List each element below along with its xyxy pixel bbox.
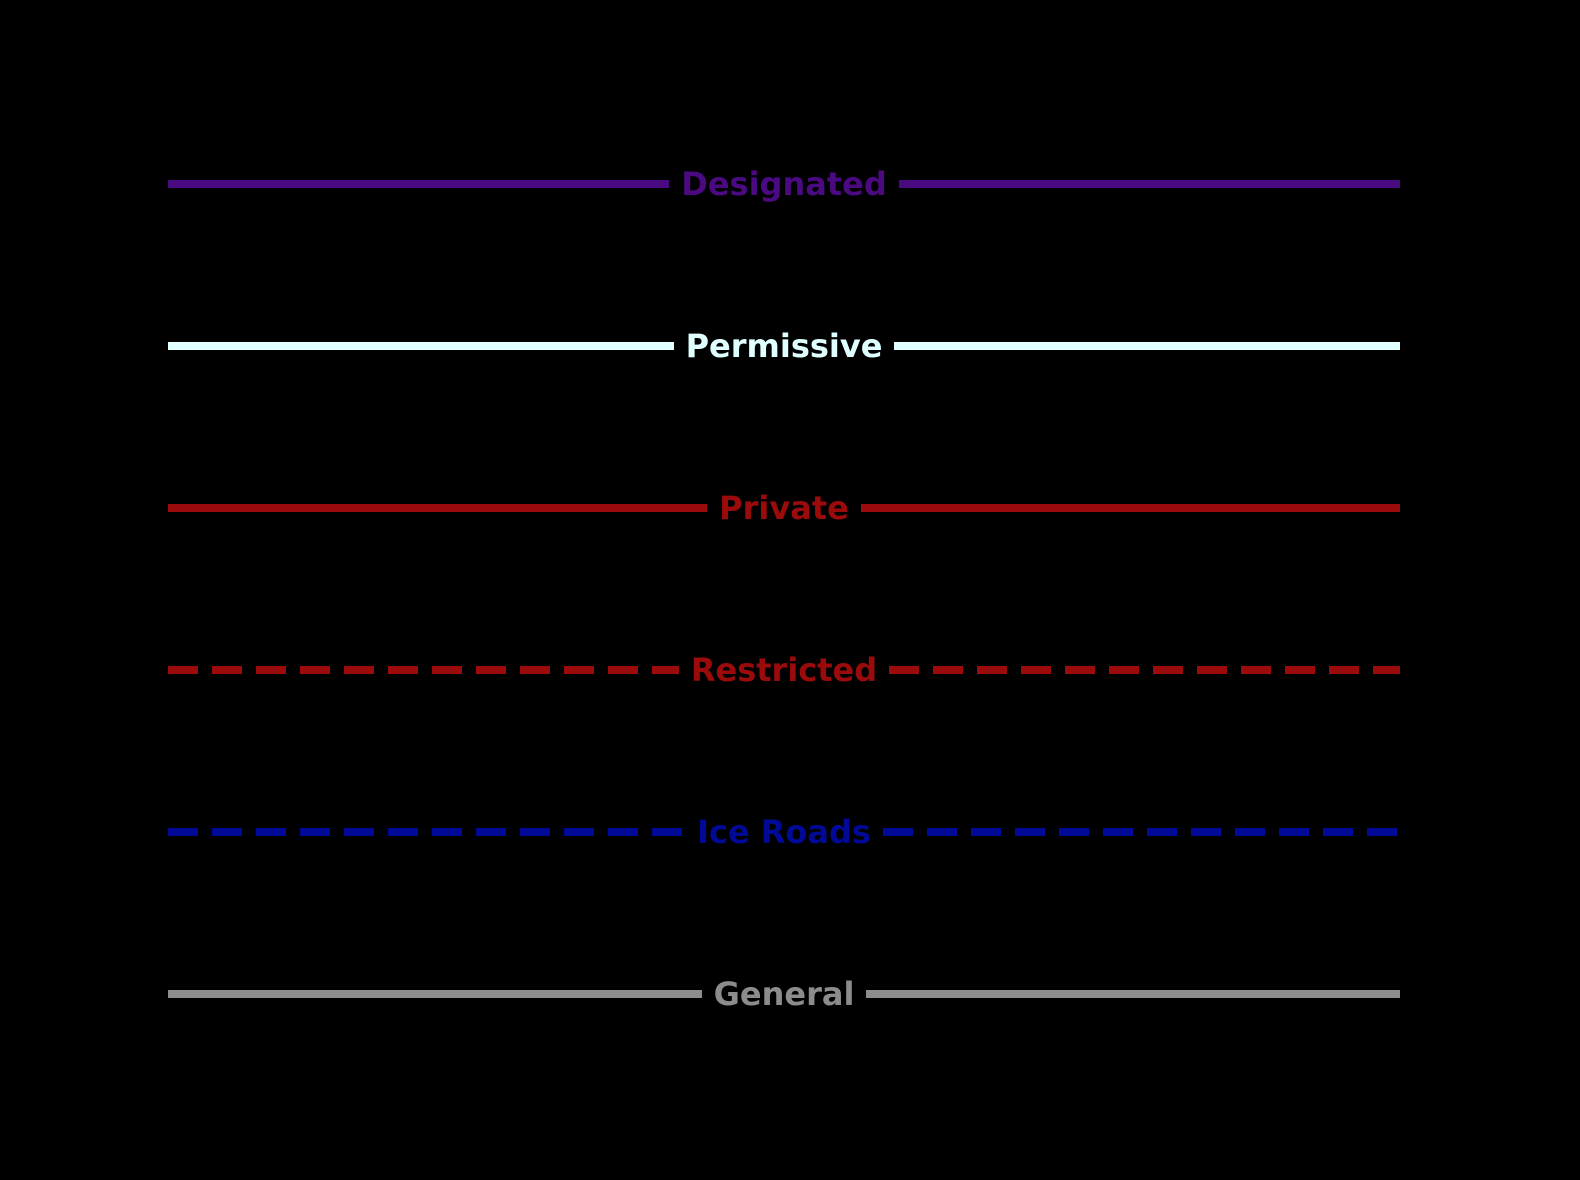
legend-line-right (894, 342, 1400, 350)
legend-row-ice-roads: Ice Roads (168, 751, 1401, 913)
legend-line-left (168, 504, 708, 512)
legend-line-left (168, 990, 702, 998)
legend-line-right (889, 666, 1400, 674)
legend-label: Restricted (690, 651, 878, 689)
legend-row-designated: Designated (168, 103, 1400, 265)
legend-label: Private (719, 489, 849, 527)
legend-line-right (866, 990, 1401, 998)
legend-row-general: General (168, 913, 1401, 1075)
legend-line-right (860, 504, 1400, 512)
legend-line-left (168, 342, 674, 350)
legend-row-private: Private (168, 427, 1400, 589)
legend-label: General (713, 975, 855, 1013)
legend-line-left (168, 180, 670, 188)
legend-label: Designated (681, 165, 887, 203)
legend-label: Permissive (685, 327, 883, 365)
legend-row-permissive: Permissive (168, 265, 1400, 427)
legend-line-right (882, 828, 1401, 836)
legend-line-left (168, 666, 679, 674)
legend-label: Ice Roads (697, 813, 871, 851)
legend-line-left (168, 828, 686, 836)
legend-line-right (898, 180, 1400, 188)
legend-row-restricted: Restricted (168, 589, 1400, 751)
